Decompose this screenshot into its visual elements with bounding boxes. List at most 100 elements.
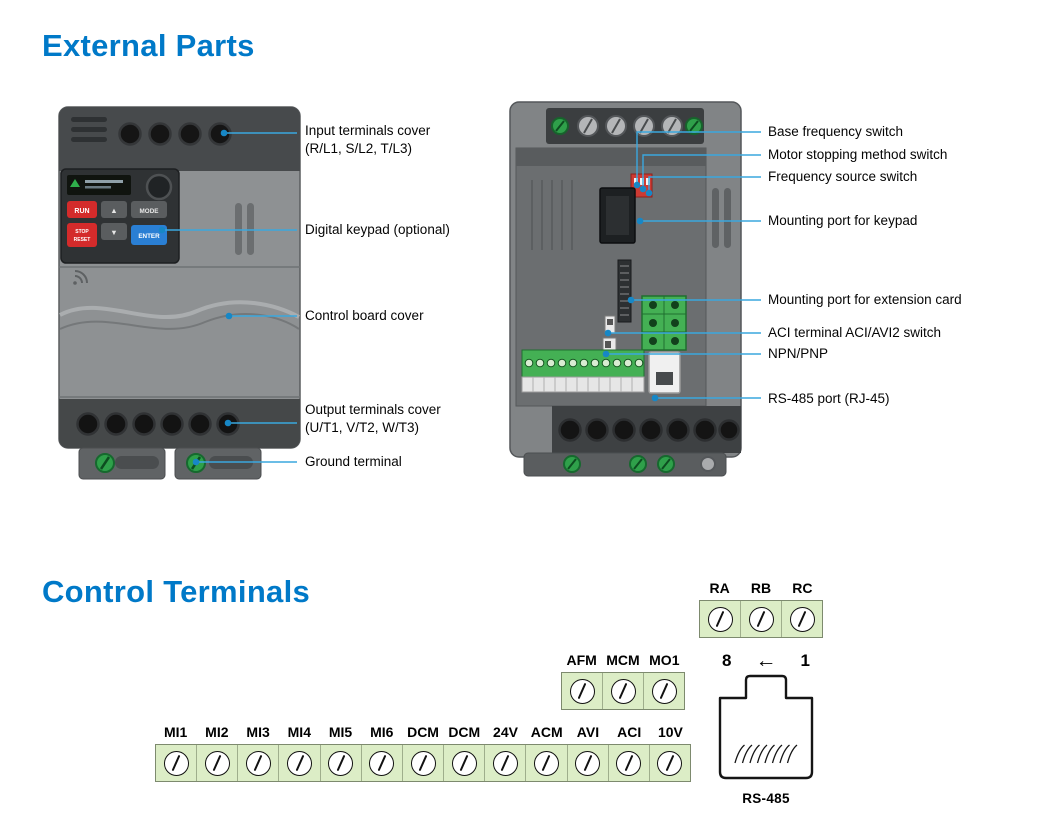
analog-terminal-labels: AFM MCM MO1	[561, 652, 685, 669]
terminal-label: MI6	[370, 724, 394, 740]
decorative-arcs-icon	[73, 270, 88, 285]
callout-text: Motor stopping method switch	[768, 147, 948, 162]
up-arrow-icon: ▲	[110, 206, 117, 215]
callout-text: Input terminals cover	[305, 123, 431, 138]
rj45-pin-numbers: 8 ← 1	[712, 650, 820, 672]
callout-text: (R/L1, S/L2, T/L3)	[305, 141, 413, 156]
terminal-label: 24V	[493, 724, 518, 740]
rs485-port	[648, 351, 681, 394]
terminal-label: AFM	[566, 652, 597, 668]
main-terminal-labels: MI1 MI2 MI3 MI4 MI5 MI6 DCM DCM 24V ACM …	[155, 724, 691, 741]
terminal-cell	[643, 673, 684, 709]
ground-terminal-screws	[563, 455, 716, 473]
digital-keypad: RUN ▲ MODE STOP RESET ▼ ENTER	[60, 168, 180, 264]
callout-frequency-source-switch: Frequency source switch	[768, 168, 917, 186]
terminal-cell	[602, 673, 643, 709]
terminal-label: RA	[709, 580, 730, 596]
relay-terminal-block	[699, 600, 823, 638]
rj45-diagram: 8 ← 1 RS-485	[712, 650, 820, 806]
enter-button-label: ENTER	[138, 233, 160, 240]
vfd-open-view	[508, 100, 743, 478]
relay-terminal-block	[641, 295, 687, 351]
terminal-label: DCM	[407, 724, 439, 740]
vfd-front-view: RUN ▲ MODE STOP RESET ▼ ENTER	[57, 103, 302, 483]
potentiometer-knob	[145, 173, 173, 201]
callout-text: Mounting port for keypad	[768, 213, 918, 228]
output-terminal-holes	[76, 412, 240, 436]
terminal-cell	[607, 745, 649, 781]
callout-text: Output terminals cover	[305, 402, 441, 417]
terminal-label: MI3	[246, 724, 270, 740]
main-terminal-group: MI1 MI2 MI3 MI4 MI5 MI6 DCM DCM 24V ACM …	[155, 724, 691, 782]
npn-pnp-switch	[602, 337, 617, 352]
rj45-pin1-label: 1	[800, 651, 810, 670]
terminal-cell	[156, 745, 196, 781]
delta-logo-icon	[70, 179, 80, 187]
terminal-screw	[657, 750, 683, 776]
callout-text: Digital keypad (optional)	[305, 222, 450, 237]
terminal-label: RC	[792, 580, 813, 596]
relay-terminal-labels: RA RB RC	[699, 580, 823, 597]
mode-button-label: MODE	[140, 208, 159, 215]
terminal-label: MI5	[328, 724, 353, 740]
side-vents	[712, 188, 731, 248]
enter-button	[131, 225, 167, 245]
terminal-label: ACM	[530, 724, 563, 740]
up-button	[101, 201, 127, 218]
down-button	[101, 223, 127, 240]
callout-text: (U/T1, V/T2, W/T3)	[305, 420, 420, 435]
side-vents	[235, 203, 254, 255]
terminal-screw	[789, 606, 815, 632]
callout-aci-avi2-switch: ACI terminal ACI/AVI2 switch	[768, 324, 941, 342]
callout-text: RS-485 port (RJ-45)	[768, 391, 890, 406]
terminal-label: RB	[750, 580, 772, 596]
terminal-cell	[781, 601, 822, 637]
terminal-label: MI4	[287, 724, 311, 740]
callout-text: Ground terminal	[305, 454, 402, 469]
terminal-screw	[245, 750, 271, 776]
terminal-cell	[566, 745, 608, 781]
terminal-label: 10V	[657, 724, 683, 740]
terminal-cell	[740, 601, 781, 637]
terminal-screw	[610, 678, 636, 704]
terminal-cell	[196, 745, 237, 781]
rj45-pin8-label: 8	[722, 651, 732, 670]
callout-digital-keypad: Digital keypad (optional)	[305, 221, 450, 239]
callout-text: Frequency source switch	[768, 169, 918, 184]
stop-reset-button	[67, 223, 97, 247]
terminal-label: DCM	[448, 724, 481, 740]
callout-rs485-port: RS-485 port (RJ-45)	[768, 390, 890, 408]
control-board-cover	[59, 300, 300, 330]
terminal-label: MI1	[163, 724, 188, 740]
terminal-cell	[401, 745, 443, 781]
input-terminal-holes	[118, 122, 232, 146]
relay-terminal-group: RA RB RC	[699, 580, 823, 638]
top-terminal-screws	[551, 115, 703, 137]
terminal-cell	[319, 745, 361, 781]
extension-card-slot	[617, 259, 632, 323]
callout-text: Control board cover	[305, 308, 424, 323]
callout-output-terminals-cover: Output terminals cover (U/T1, V/T2, W/T3…	[305, 401, 441, 437]
terminal-screw	[569, 678, 595, 704]
terminal-label: ACI	[617, 724, 642, 740]
terminal-label: MI2	[205, 724, 229, 740]
terminal-screw	[575, 750, 601, 776]
down-arrow-icon: ▼	[110, 228, 117, 237]
terminal-screw	[651, 678, 677, 704]
heatsink-lines	[531, 180, 573, 250]
terminal-screw	[328, 750, 354, 776]
callout-motor-stopping-switch: Motor stopping method switch	[768, 146, 947, 164]
callout-extension-card-port: Mounting port for extension card	[768, 291, 962, 309]
callout-text: ACI terminal ACI/AVI2 switch	[768, 325, 942, 340]
callout-text: Base frequency switch	[768, 124, 904, 139]
analog-terminal-block	[561, 672, 685, 710]
terminal-cell	[237, 745, 278, 781]
terminal-cell	[278, 745, 319, 781]
vfd-front-illustration: RUN ▲ MODE STOP RESET ▼ ENTER	[58, 106, 301, 480]
terminal-cell	[700, 601, 740, 637]
stop-label: STOP	[75, 229, 89, 235]
terminal-screw	[369, 750, 395, 776]
terminal-label: AVI	[576, 724, 600, 740]
terminal-cell	[562, 673, 602, 709]
terminal-screw	[748, 606, 774, 632]
